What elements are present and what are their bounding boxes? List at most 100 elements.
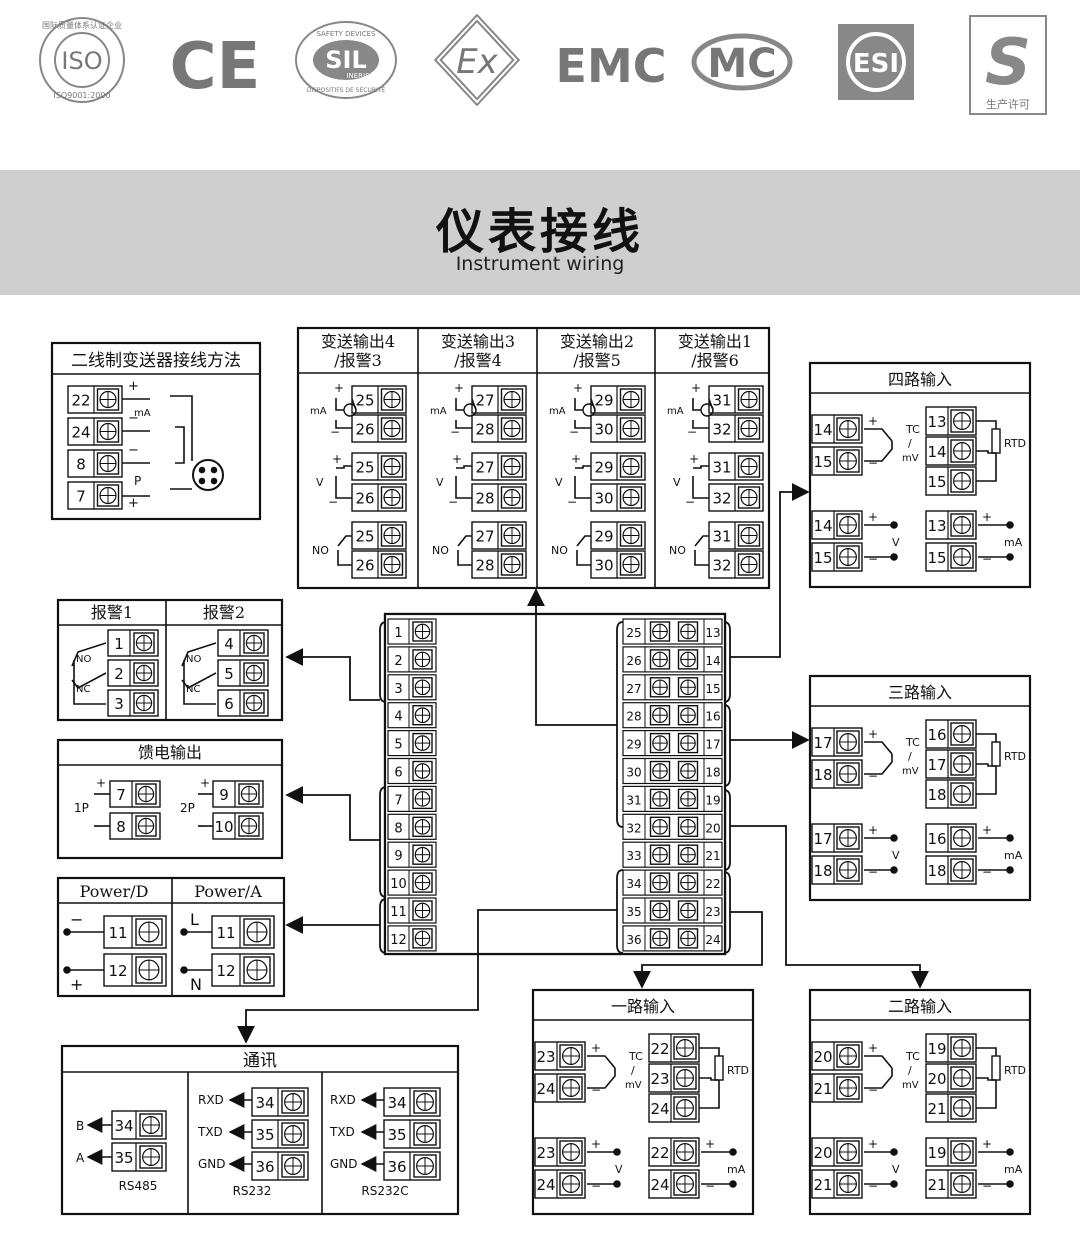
arrow-to-transmit bbox=[527, 588, 617, 726]
input-slash-label: / bbox=[631, 1064, 635, 1077]
terminal-cell bbox=[251, 1119, 309, 1149]
block-right-inner-number: 33 bbox=[626, 849, 641, 863]
transmit-ma-label: mA bbox=[667, 406, 684, 417]
terminal-screw bbox=[950, 826, 974, 850]
power-a-title: Power/A bbox=[194, 882, 262, 901]
block-left-terminal bbox=[387, 897, 437, 924]
connection-wires bbox=[52, 328, 1030, 1214]
bracket-power bbox=[379, 898, 387, 954]
input-title: 一路输入 bbox=[611, 997, 675, 1016]
terminal-cell bbox=[590, 550, 646, 579]
terminal-screw bbox=[559, 1044, 583, 1068]
input-tc-plus: + bbox=[868, 727, 878, 741]
terminal-screw bbox=[619, 417, 643, 440]
rs232-signal-label: TXD bbox=[197, 1125, 223, 1139]
terminal-cell bbox=[351, 414, 407, 443]
thermocouple-wire bbox=[864, 1055, 893, 1069]
terminal-screw bbox=[836, 1076, 860, 1100]
terminal-number: 25 bbox=[355, 528, 374, 546]
input-slash-label: / bbox=[908, 1064, 912, 1077]
emc-text: EMC bbox=[556, 39, 667, 93]
transmitter-pin bbox=[198, 477, 206, 485]
block-right-inner-number: 35 bbox=[626, 905, 641, 919]
power-minus: − bbox=[70, 910, 83, 929]
input-v-plus: + bbox=[868, 823, 878, 837]
terminal-screw bbox=[413, 1122, 437, 1146]
block-left-number: 2 bbox=[394, 654, 402, 669]
transmit-no-contact bbox=[576, 535, 591, 547]
terminal-number: 13 bbox=[927, 413, 946, 431]
terminal-number: 27 bbox=[475, 459, 494, 477]
transmit-no-label: NO bbox=[432, 544, 449, 557]
input-mv-label: mV bbox=[902, 453, 919, 464]
terminal-cell bbox=[67, 449, 123, 478]
rtd-wire bbox=[699, 1077, 719, 1081]
terminal-screw bbox=[950, 469, 974, 493]
block-right-terminal bbox=[622, 674, 723, 701]
terminal-screw bbox=[649, 760, 671, 782]
two-wire-minus: − bbox=[128, 411, 139, 426]
transmit-v-wire bbox=[692, 476, 709, 499]
terminal-number: 1 bbox=[114, 635, 124, 653]
input-rtd-label: RTD bbox=[727, 1064, 749, 1077]
terminal-number: 22 bbox=[71, 392, 90, 410]
input-v-dot bbox=[613, 1148, 621, 1156]
block-right-terminal bbox=[622, 729, 723, 757]
terminal-screw bbox=[673, 1066, 697, 1090]
terminal-screw bbox=[649, 872, 671, 893]
terminal-cell bbox=[811, 823, 863, 853]
transmit-plus: + bbox=[454, 381, 464, 395]
terminal-number: 14 bbox=[927, 443, 946, 461]
terminal-number: 23 bbox=[650, 1070, 669, 1088]
rtd-wire bbox=[976, 1077, 996, 1081]
terminal-number: 13 bbox=[927, 517, 946, 535]
block-left-number: 9 bbox=[394, 849, 402, 864]
terminal-screw bbox=[677, 900, 699, 921]
terminal-cell bbox=[648, 1137, 700, 1167]
terminal-cell bbox=[212, 780, 264, 808]
terminal-screw bbox=[412, 788, 433, 810]
transmit-v-wire bbox=[336, 465, 352, 469]
input-ma-plus: + bbox=[982, 1137, 992, 1151]
terminal-cell bbox=[534, 1169, 586, 1199]
block-right-terminal bbox=[622, 646, 723, 673]
terminal-screw bbox=[836, 513, 860, 537]
terminal-cell bbox=[925, 1033, 977, 1063]
input-ma-label: mA bbox=[1004, 1163, 1023, 1176]
block-right-terminal bbox=[622, 757, 723, 785]
transmit-ma-wire bbox=[335, 398, 344, 411]
terminal-number: 24 bbox=[650, 1100, 669, 1118]
input-ma-dot bbox=[1006, 521, 1014, 529]
power-l-label: L bbox=[190, 910, 199, 929]
rs232-signal-label: TXD bbox=[329, 1125, 355, 1139]
terminal-number: 32 bbox=[712, 421, 731, 439]
block-right-inner-number: 27 bbox=[626, 682, 641, 696]
terminal-screw bbox=[243, 918, 271, 946]
terminal-number: 21 bbox=[813, 1176, 832, 1194]
terminal-number: 18 bbox=[927, 862, 946, 880]
terminal-cell bbox=[811, 542, 863, 572]
terminal-screw bbox=[950, 752, 974, 776]
input-ma-plus: + bbox=[982, 823, 992, 837]
terminal-cell bbox=[107, 689, 159, 717]
terminal-number: 31 bbox=[712, 528, 731, 546]
block-left-terminal bbox=[387, 618, 437, 645]
input-rtd-label: RTD bbox=[1004, 1064, 1026, 1077]
block-left-terminal bbox=[387, 813, 437, 840]
block-right-inner-number: 28 bbox=[626, 710, 641, 724]
alarm2-title: 报警2 bbox=[203, 603, 245, 622]
transmit-v-wire bbox=[693, 465, 709, 469]
terminal-number: 35 bbox=[255, 1126, 274, 1144]
terminal-number: 6 bbox=[224, 695, 234, 713]
transmit-v-wire bbox=[575, 465, 591, 469]
input-tc-minus: − bbox=[868, 456, 878, 470]
transmit-v-wire bbox=[456, 465, 472, 469]
terminal-number: 20 bbox=[813, 1144, 832, 1162]
block-left-terminal bbox=[387, 702, 437, 729]
terminal-number: 7 bbox=[116, 786, 126, 804]
alarm-nc-label: NC bbox=[76, 684, 90, 695]
arrow-to-feed bbox=[285, 786, 380, 841]
terminal-number: 24 bbox=[71, 424, 90, 442]
terminal-screw bbox=[950, 1140, 974, 1164]
